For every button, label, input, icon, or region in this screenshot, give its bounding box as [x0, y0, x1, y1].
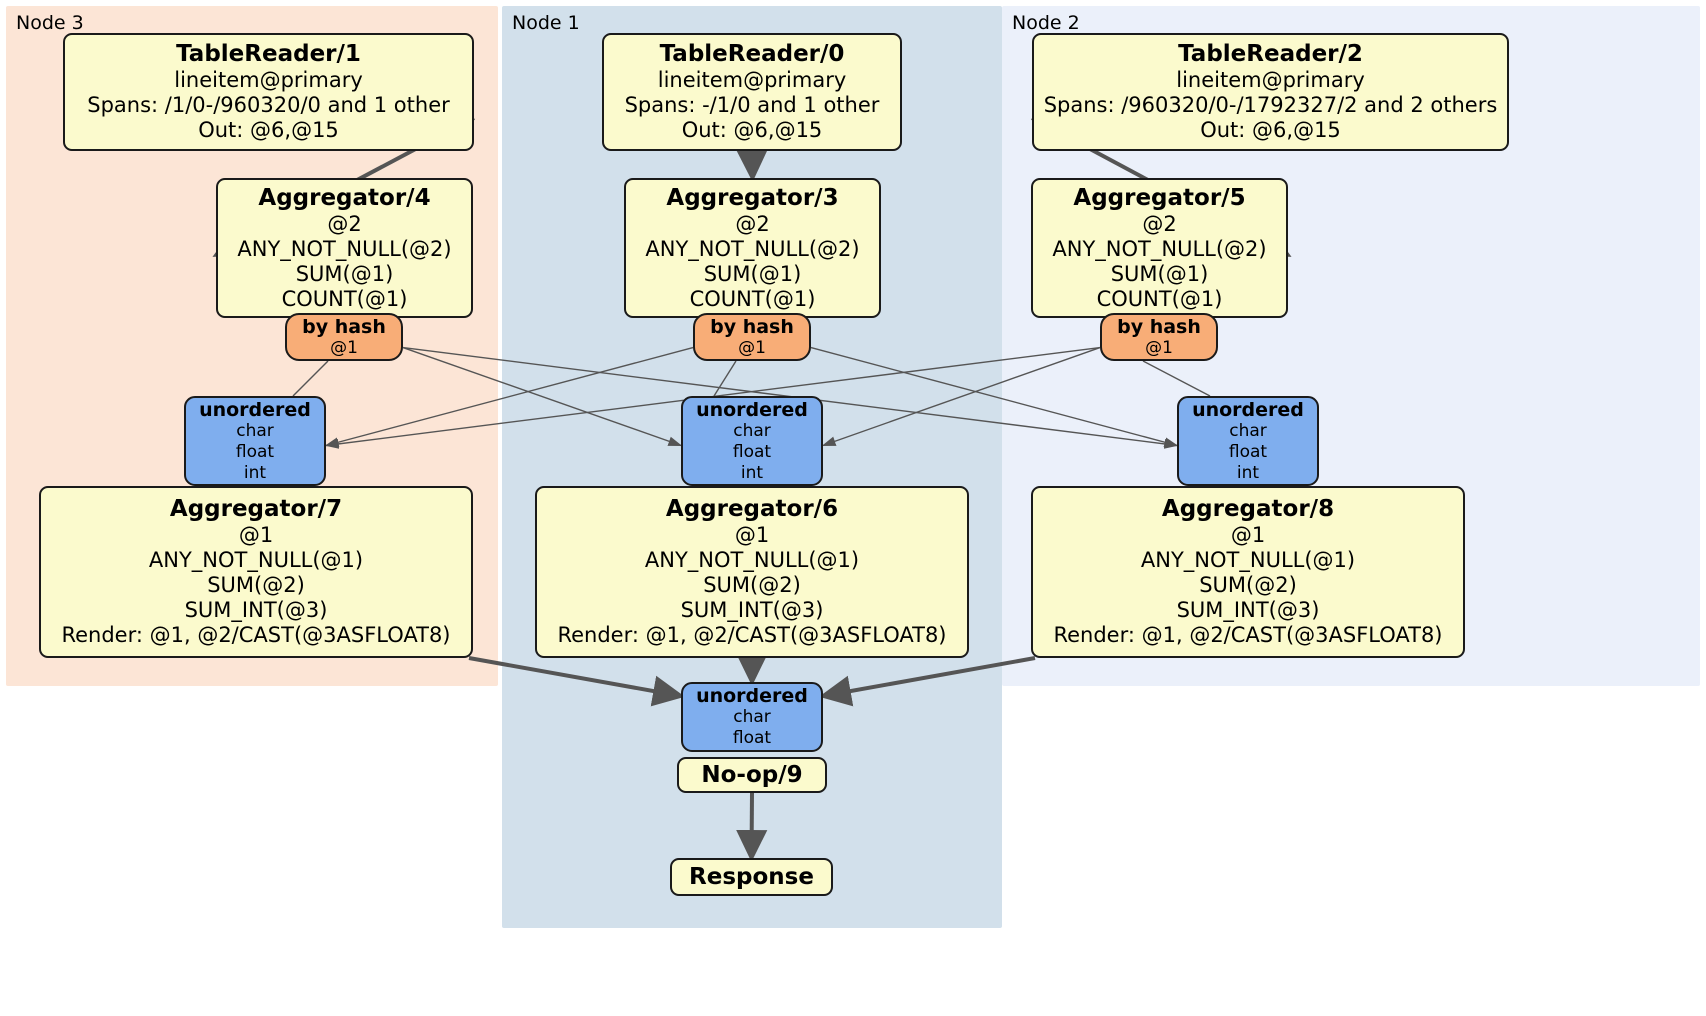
node-detail-line: int [740, 462, 764, 483]
node-detail-line: lineitem@primary [174, 68, 363, 92]
graph-node-by-hash-hash3[interactable]: by hash@1 [693, 313, 811, 361]
node-detail-line: float [1228, 441, 1268, 462]
node-title: Aggregator/7 [169, 496, 343, 522]
node-panel-label-node-2: Node 2 [1012, 12, 1080, 34]
node-detail-line: int [1236, 462, 1260, 483]
node-detail-line: @1 [734, 523, 770, 547]
node-detail-line: SUM_INT(@3) [1176, 598, 1320, 622]
node-detail-line: ANY_NOT_NULL(@1) [148, 548, 364, 572]
node-detail-line: lineitem@primary [657, 68, 847, 92]
node-panel-label-node-3: Node 3 [16, 12, 84, 34]
node-detail-line: SUM(@2) [703, 573, 801, 597]
node-title: Aggregator/6 [665, 496, 839, 522]
graph-node-by-hash-hash4[interactable]: by hash@1 [285, 313, 403, 361]
node-detail-line: COUNT(@1) [1096, 286, 1223, 311]
node-detail-line: COUNT(@1) [281, 286, 408, 311]
node-detail-line: Render: @1, @2/CAST(@3ASFLOAT8) [61, 623, 451, 647]
node-detail-line: ANY_NOT_NULL(@2) [1052, 236, 1267, 261]
node-detail-line: ANY_NOT_NULL(@2) [645, 236, 860, 261]
node-detail-line: char [236, 420, 274, 441]
node-detail-line: SUM(@1) [295, 261, 394, 286]
node-panel-label-node-1: Node 1 [512, 12, 580, 34]
node-detail-line: float [235, 441, 275, 462]
node-title: No-op/9 [701, 761, 803, 788]
node-detail-line: ANY_NOT_NULL(@2) [237, 236, 452, 261]
node-detail-line: Spans: /1/0-/960320/0 and 1 other [87, 93, 450, 117]
node-detail-line: lineitem@primary [1176, 68, 1365, 92]
node-detail-line: Spans: -/1/0 and 1 other [624, 93, 880, 117]
node-title: Aggregator/3 [666, 184, 839, 211]
node-title: Aggregator/4 [258, 184, 431, 211]
node-detail-line: Out: @6,@15 [1200, 118, 1341, 142]
node-detail-line: SUM(@1) [1110, 261, 1209, 286]
node-detail-line: char [733, 707, 771, 727]
node-title: Aggregator/5 [1073, 184, 1246, 211]
node-detail-line: Out: @6,@15 [681, 118, 823, 142]
graph-node-no-op-9-noop9[interactable]: No-op/9 [677, 757, 827, 793]
node-detail-line: ANY_NOT_NULL(@1) [644, 548, 860, 572]
node-detail-line: char [1229, 420, 1267, 441]
graph-node-by-hash-hash5[interactable]: by hash@1 [1100, 313, 1218, 361]
node-title: TableReader/1 [176, 41, 361, 67]
node-detail-line: SUM_INT(@3) [680, 598, 824, 622]
graph-node-response-response[interactable]: Response [670, 858, 833, 896]
node-detail-line: SUM_INT(@3) [184, 598, 328, 622]
node-detail-line: Spans: /960320/0-/1792327/2 and 2 others [1043, 93, 1498, 117]
node-detail-line: char [733, 420, 771, 441]
node-detail-line: @1 [238, 523, 274, 547]
node-title: by hash [1117, 315, 1201, 338]
node-detail-line: Render: @1, @2/CAST(@3ASFLOAT8) [1053, 623, 1443, 647]
node-detail-line: int [243, 462, 267, 483]
node-detail-line: @2 [735, 211, 770, 236]
node-detail-line: @1 [738, 337, 766, 358]
node-detail-line: @1 [330, 337, 358, 358]
node-detail-line: @2 [327, 211, 362, 236]
node-detail-line: @2 [1142, 211, 1177, 236]
node-detail-line: COUNT(@1) [689, 286, 816, 311]
node-title: Aggregator/8 [1161, 496, 1335, 522]
node-detail-line: Render: @1, @2/CAST(@3ASFLOAT8) [557, 623, 947, 647]
node-title: unordered [1192, 398, 1304, 421]
node-detail-line: SUM(@2) [207, 573, 305, 597]
node-title: unordered [199, 398, 311, 421]
node-title: unordered [696, 685, 808, 707]
node-detail-line: float [732, 728, 772, 748]
node-title: Response [689, 863, 814, 890]
node-title: by hash [710, 315, 794, 338]
node-detail-line: ANY_NOT_NULL(@1) [1140, 548, 1356, 572]
node-title: TableReader/0 [659, 41, 845, 67]
node-title: by hash [302, 315, 386, 338]
node-title: TableReader/2 [1178, 41, 1363, 67]
node-detail-line: SUM(@1) [703, 261, 802, 286]
node-detail-line: float [732, 441, 772, 462]
node-title: unordered [696, 398, 808, 421]
node-detail-line: Out: @6,@15 [198, 118, 339, 142]
node-detail-line: @1 [1145, 337, 1173, 358]
node-detail-line: SUM(@2) [1199, 573, 1297, 597]
node-detail-line: @1 [1230, 523, 1266, 547]
